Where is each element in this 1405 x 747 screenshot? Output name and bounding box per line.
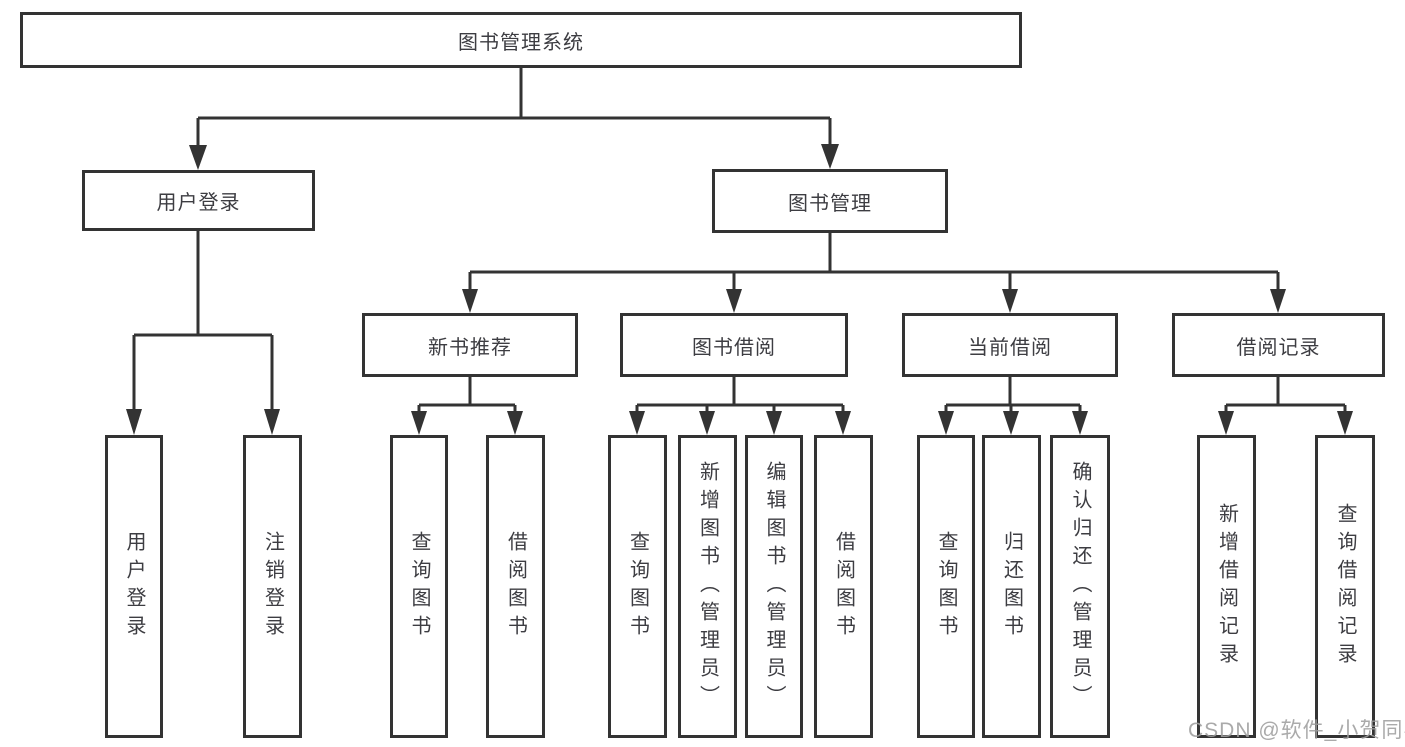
leaf-newbook-borrow-books: 借阅图书 [486,435,545,738]
leaf-borrowing-edit-books-admin: 编辑图书（管理员） [745,435,803,738]
node-book-management-branch: 图书管理 [712,169,948,233]
leaf-user-login: 用户登录 [105,435,163,738]
leaf-user-login-label: 用户登录 [123,530,145,643]
node-current-borrowing: 当前借阅 [902,313,1118,377]
node-new-book-recommend-label: 新书推荐 [428,336,512,359]
node-book-management-label: 图书管理 [788,192,872,215]
leaf-borrowing-borrow-books-label: 借阅图书 [832,530,855,643]
node-book-borrowing-label: 图书借阅 [692,336,776,359]
leaf-current-query-books: 查询图书 [917,435,975,738]
leaf-borrowing-edit-books-admin-label: 编辑图书（管理员） [763,460,785,713]
leaf-logout: 注销登录 [243,435,302,738]
node-user-login-branch: 用户登录 [82,170,315,231]
node-borrowing-records: 借阅记录 [1172,313,1385,377]
leaf-current-confirm-return-admin-label: 确认归还（管理员） [1069,460,1091,713]
leaf-records-add-record-label: 新增借阅记录 [1215,502,1238,671]
connector-paths [132,68,1347,413]
node-borrowing-records-label: 借阅记录 [1236,336,1321,359]
leaf-records-query-record: 查询借阅记录 [1315,435,1375,738]
leaf-current-return-books-label: 归还图书 [1000,530,1023,643]
leaf-current-return-books: 归还图书 [982,435,1041,738]
node-new-book-recommend: 新书推荐 [362,313,578,377]
node-book-borrowing: 图书借阅 [620,313,848,377]
leaf-borrowing-add-books-admin-label: 新增图书（管理员） [696,460,719,713]
leaf-borrowing-query-books-label: 查询图书 [626,530,649,643]
leaf-current-confirm-return-admin: 确认归还（管理员） [1050,435,1110,738]
leaf-newbook-query-books: 查询图书 [390,435,448,738]
leaf-borrowing-add-books-admin: 新增图书（管理员） [678,435,737,738]
csdn-watermark: CSDN @软件_小贺同学 [1188,719,1405,742]
node-user-login-label: 用户登录 [156,192,241,214]
leaf-current-query-books-label: 查询图书 [935,530,957,643]
leaf-records-query-record-label: 查询借阅记录 [1334,502,1356,671]
leaf-borrowing-query-books: 查询图书 [608,435,667,738]
leaf-borrowing-borrow-books: 借阅图书 [814,435,873,738]
node-current-borrowing-label: 当前借阅 [968,336,1052,359]
leaf-logout-label: 注销登录 [261,530,284,643]
leaf-newbook-borrow-books-label: 借阅图书 [504,530,527,643]
node-root-label: 图书管理系统 [458,31,584,54]
leaf-newbook-query-books-label: 查询图书 [408,530,430,643]
leaf-records-add-record: 新增借阅记录 [1197,435,1256,738]
node-root-system: 图书管理系统 [20,12,1022,68]
arrowheads [126,144,1353,435]
